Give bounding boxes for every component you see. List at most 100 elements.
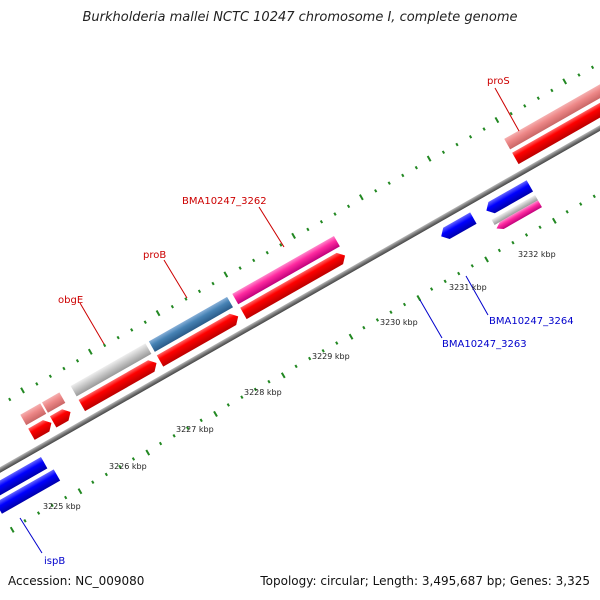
- minor-tick: [362, 325, 366, 330]
- minor-tick: [91, 480, 95, 484]
- minor-tick: [375, 318, 380, 322]
- accession-text: Accession: NC_009080: [8, 574, 145, 588]
- minor-tick: [536, 96, 540, 100]
- major-tick: [145, 449, 151, 456]
- major-tick: [416, 294, 422, 302]
- gene-label-BMA10247_3263[interactable]: BMA10247_3263: [442, 339, 527, 350]
- minor-tick: [457, 271, 461, 276]
- genome-summary-text: Topology: circular; Length: 3,495,687 bp…: [260, 574, 590, 588]
- minor-tick: [538, 225, 542, 230]
- major-tick: [426, 155, 432, 162]
- gene-bar[interactable]: [42, 392, 66, 413]
- major-tick: [155, 310, 161, 317]
- reverse-cds-arrow[interactable]: [483, 180, 534, 216]
- gene-bar-BMA10247_3262[interactable]: [232, 235, 340, 305]
- reverse-cds-arrow[interactable]: [438, 212, 477, 242]
- minor-tick: [64, 495, 68, 500]
- minor-tick: [579, 202, 583, 206]
- gene-bar-proS[interactable]: [504, 67, 600, 150]
- minor-tick: [35, 382, 39, 386]
- minor-tick: [226, 403, 230, 407]
- minor-tick: [267, 379, 271, 384]
- kbp-label: 3232 kbp: [518, 250, 556, 259]
- forward-cds-arrow[interactable]: [49, 406, 74, 428]
- minor-tick: [470, 264, 474, 268]
- gene-bar-obgE[interactable]: [70, 343, 152, 397]
- leader-proB: [163, 259, 188, 299]
- gene-label-ispB[interactable]: ispB: [44, 556, 65, 567]
- forward-cds-arrow[interactable]: [512, 82, 600, 165]
- major-tick: [562, 78, 568, 85]
- minor-tick: [131, 457, 136, 461]
- minor-tick: [374, 189, 378, 193]
- kbp-label: 3227 kbp: [176, 425, 214, 434]
- major-tick: [77, 488, 83, 495]
- minor-tick: [240, 395, 244, 399]
- minor-tick: [592, 194, 596, 199]
- kbp-label: 3228 kbp: [244, 388, 282, 397]
- gene-label-BMA10247_3264[interactable]: BMA10247_3264: [489, 316, 574, 327]
- major-tick: [291, 232, 296, 240]
- gene-bar-BMA10247_3264[interactable]: [491, 195, 538, 225]
- gene-labels: ispB obgE proB BMA10247_3262 BMA10247_32…: [44, 76, 574, 567]
- minor-tick: [308, 356, 312, 361]
- minor-tick: [497, 248, 502, 253]
- kbp-labels: 3225 kbp 3226 kbp 3227 kbp 3228 kbp 3229…: [43, 250, 556, 511]
- gene-label-obgE[interactable]: obgE: [58, 295, 83, 306]
- kbp-label: 3226 kbp: [109, 462, 147, 471]
- gene-label-proB[interactable]: proB: [143, 250, 166, 261]
- reverse-cds-arrow[interactable]: [0, 469, 61, 514]
- minor-tick: [170, 304, 174, 309]
- inner-tick-row: [9, 194, 596, 533]
- minor-tick: [8, 397, 12, 402]
- minor-tick: [197, 289, 202, 294]
- gene-label-BMA10247_3262[interactable]: BMA10247_3262: [182, 196, 267, 207]
- minor-tick: [319, 219, 324, 224]
- minor-tick: [333, 212, 337, 216]
- minor-tick: [565, 209, 569, 214]
- gene-bar-ispB-region[interactable]: [20, 403, 47, 426]
- forward-cds-arrow[interactable]: [28, 417, 54, 440]
- minor-tick: [455, 142, 459, 147]
- forward-cds-arrow[interactable]: [78, 357, 160, 412]
- minor-tick: [414, 165, 418, 170]
- minor-tick: [186, 426, 190, 430]
- kbp-label: 3229 kbp: [312, 352, 350, 361]
- leader-ispB: [19, 517, 43, 554]
- minor-tick: [524, 233, 529, 237]
- kbp-label: 3225 kbp: [43, 502, 81, 511]
- minor-tick: [50, 503, 54, 508]
- kbp-label: 3231 kbp: [449, 283, 487, 292]
- minor-tick: [511, 240, 515, 245]
- minor-tick: [335, 341, 339, 345]
- minor-tick: [23, 518, 27, 523]
- minor-tick: [509, 111, 513, 116]
- reverse-cds-arrow[interactable]: [0, 457, 48, 500]
- reverse-cds-arrow[interactable]: [495, 200, 542, 232]
- forward-cds-arrow[interactable]: [156, 311, 242, 367]
- reverse-feature-track: [0, 180, 542, 514]
- minor-tick: [443, 279, 447, 284]
- major-tick: [494, 116, 500, 124]
- minor-tick: [402, 302, 407, 307]
- minor-tick: [62, 366, 66, 371]
- major-tick: [551, 217, 557, 224]
- genome-backbone: [0, 111, 600, 483]
- forward-cds-arrow[interactable]: [240, 250, 348, 320]
- gene-bar-proB[interactable]: [148, 296, 233, 352]
- major-tick: [213, 410, 218, 418]
- minor-tick: [590, 65, 595, 70]
- map-title: Burkholderia mallei NCTC 10247 chromosom…: [82, 10, 518, 25]
- leader-BMA10247_3262: [258, 206, 285, 248]
- minor-tick: [158, 441, 163, 446]
- minor-tick: [441, 150, 446, 155]
- minor-tick: [184, 297, 188, 301]
- major-tick: [484, 256, 489, 263]
- major-tick: [359, 194, 364, 201]
- minor-tick: [346, 204, 351, 209]
- gene-label-proS[interactable]: proS: [487, 76, 510, 87]
- leader-proS: [494, 87, 520, 132]
- minor-tick: [468, 134, 473, 139]
- minor-tick: [252, 258, 256, 263]
